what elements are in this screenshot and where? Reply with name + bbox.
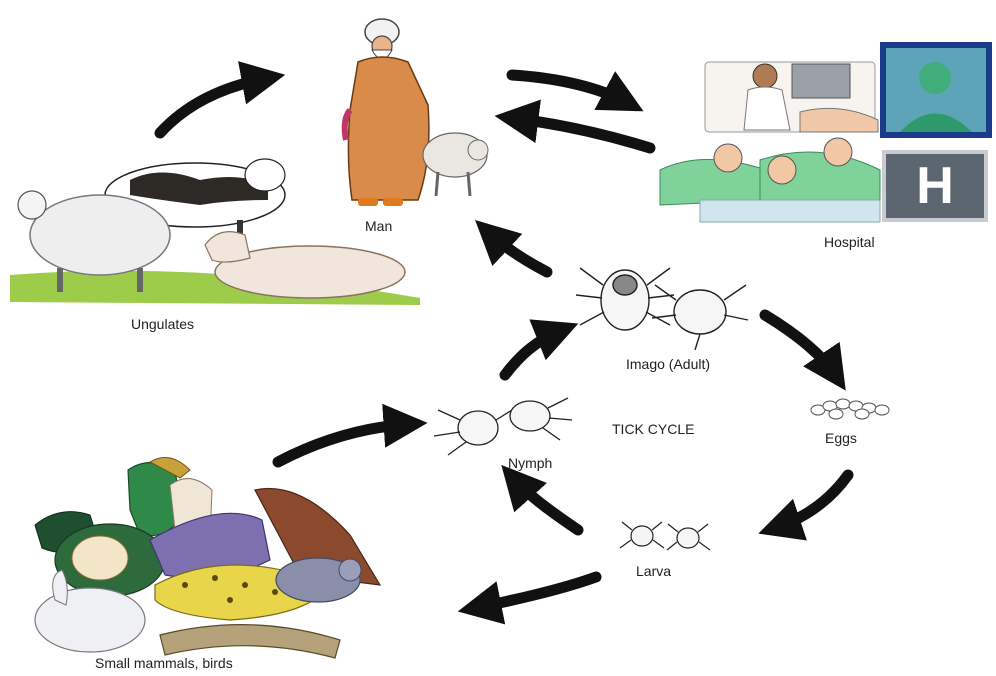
eggs-illustration xyxy=(811,399,889,419)
label-hospital: Hospital xyxy=(824,234,875,250)
label-nymph: Nymph xyxy=(508,455,552,471)
man-illustration xyxy=(345,19,488,206)
adult-tick-right xyxy=(652,285,748,350)
arrow-larva-to-smallmammals xyxy=(475,577,596,608)
larva-ticks-illustration xyxy=(620,522,710,550)
label-eggs: Eggs xyxy=(825,430,857,446)
arrow-man-to-hospital xyxy=(512,75,628,103)
arrow-smallmammals-to-nymph xyxy=(278,424,410,462)
arrow-larva-to-nymph xyxy=(513,478,578,530)
arrow-imago-to-man xyxy=(488,232,547,272)
small-mammals-birds-illustration xyxy=(35,458,380,659)
label-larva: Larva xyxy=(636,563,671,579)
arrow-nymph-to-imago xyxy=(505,330,562,375)
label-ungulates: Ungulates xyxy=(131,316,194,332)
arrow-eggs-to-larva xyxy=(775,475,848,528)
arrow-imago-to-eggs xyxy=(765,315,836,376)
arrow-ungulates-to-man xyxy=(160,78,268,133)
nymph-ticks-illustration xyxy=(434,398,572,455)
label-small-mammals-birds: Small mammals, birds xyxy=(95,655,233,671)
arrow-hospital-to-man xyxy=(512,118,650,148)
adult-tick-left xyxy=(576,268,674,330)
label-imago: Imago (Adult) xyxy=(626,356,710,372)
label-man: Man xyxy=(365,218,392,234)
hospital-sign: H xyxy=(882,150,988,222)
label-tick-cycle: TICK CYCLE xyxy=(612,421,694,437)
hospital-sign-letter: H xyxy=(916,160,954,212)
imago-ticks-illustration xyxy=(576,268,748,350)
